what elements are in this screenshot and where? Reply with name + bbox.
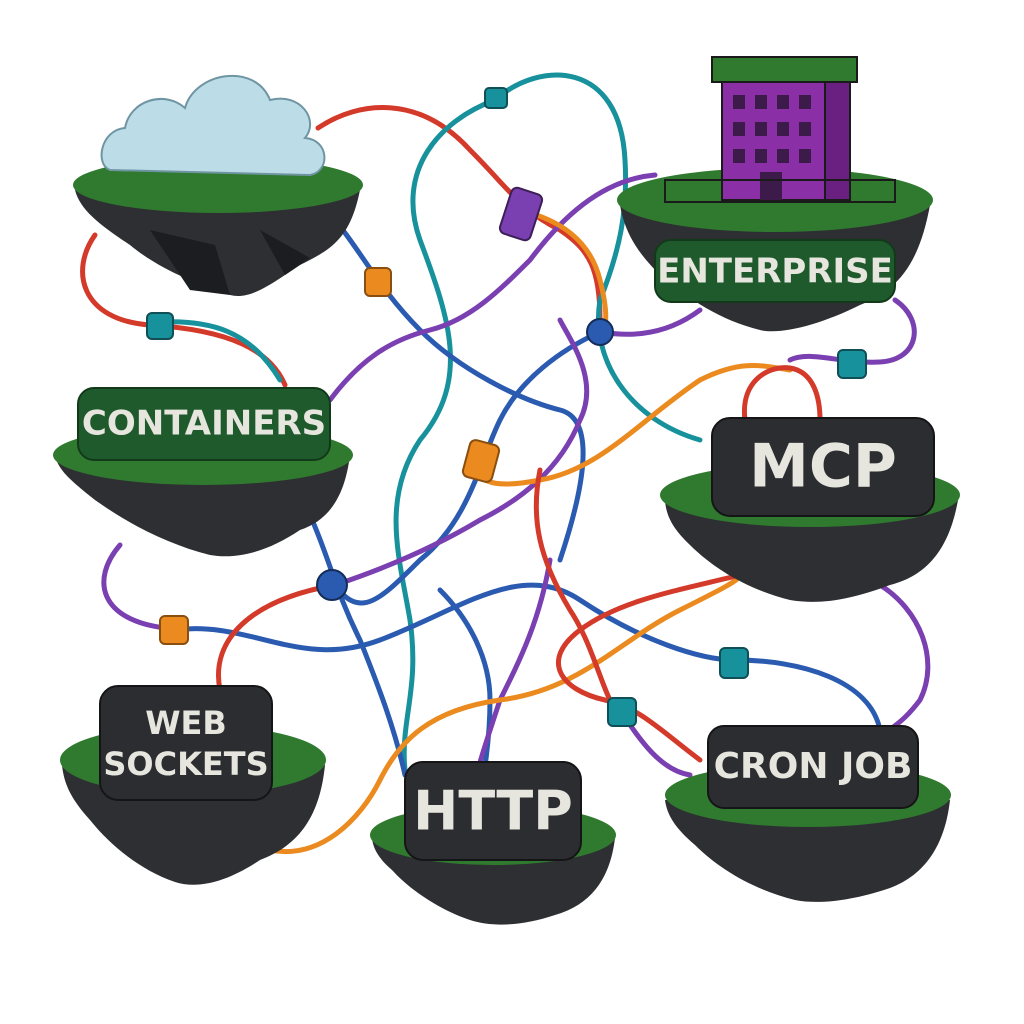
mcp-label: MCP xyxy=(749,432,897,502)
connector-orange-center xyxy=(461,439,501,483)
label-plate xyxy=(99,685,273,801)
cable-blue-containers-http xyxy=(307,512,408,778)
label-plate xyxy=(77,387,331,461)
label-plate xyxy=(404,761,582,861)
connector-teal-top xyxy=(484,87,508,109)
cable-blue-websockets-cron xyxy=(172,582,883,733)
connector-teal-lower-right xyxy=(719,647,749,679)
connectors xyxy=(146,87,867,727)
websockets-label-line-1: WEB xyxy=(145,704,227,742)
island-cloud[interactable] xyxy=(73,74,363,296)
label-plate xyxy=(654,239,896,303)
cable-blue-enterprise-center xyxy=(332,329,603,606)
island-mcp[interactable]: MCP xyxy=(660,417,960,602)
island-containers[interactable]: CONTAINERS xyxy=(53,387,353,557)
connector-orange-left xyxy=(364,267,392,297)
junction-blue-enterprise xyxy=(586,318,614,346)
cable-red-mcp-http xyxy=(556,572,743,763)
cable-purple-enterprise-center xyxy=(597,307,703,337)
connector-teal-left xyxy=(146,312,174,340)
cloud-icon xyxy=(100,74,326,177)
containers-label: CONTAINERS xyxy=(82,404,326,444)
cable-red-mcp-loop xyxy=(742,365,823,423)
cable-purple-http-mid xyxy=(475,557,553,773)
connector-teal-right xyxy=(837,349,867,379)
cable-red-center-cross xyxy=(533,467,613,703)
cable-red-cloud-enterprise xyxy=(315,105,603,323)
cable-purple-enterprise-mcp xyxy=(787,297,917,365)
island-rock xyxy=(665,800,950,902)
island-enterprise[interactable]: ENTERPRISE xyxy=(617,56,933,332)
label-plate xyxy=(711,417,935,517)
connector-teal-lower xyxy=(607,697,637,727)
cronjob-label: CRON JOB xyxy=(714,746,913,787)
island-cronjob[interactable]: CRON JOB xyxy=(665,725,951,902)
connector-orange-lower xyxy=(159,615,189,645)
cable-teal-top-loop xyxy=(492,72,703,443)
island-websockets[interactable]: WEB SOCKETS xyxy=(60,685,326,885)
http-label: HTTP xyxy=(413,780,573,843)
cable-red-websockets xyxy=(216,582,338,693)
connector-purple-top xyxy=(498,186,544,242)
cable-purple-mcp-cron xyxy=(877,582,931,733)
island-rock xyxy=(665,500,958,602)
cable-teal-top-to-http xyxy=(393,97,498,773)
cable-blue-center-http xyxy=(437,587,493,773)
cable-purple-enterprise-containers xyxy=(327,172,658,403)
cable-orange-center-mcp xyxy=(477,363,793,487)
building-icon xyxy=(711,56,858,201)
cable-purple-center-mcp xyxy=(332,317,590,588)
cable-orange-websockets-cron xyxy=(267,572,743,854)
island-rock-shade xyxy=(150,230,310,295)
island-http[interactable]: HTTP xyxy=(370,761,616,925)
junction-blue-center xyxy=(316,569,348,601)
fence xyxy=(664,179,896,203)
label-plate xyxy=(707,725,919,809)
websockets-label-line-2: SOCKETS xyxy=(103,745,268,783)
cable-purple-containers-websockets xyxy=(101,542,168,631)
cable-teal-containers-loop xyxy=(157,319,283,383)
enterprise-label: ENTERPRISE xyxy=(657,252,893,292)
